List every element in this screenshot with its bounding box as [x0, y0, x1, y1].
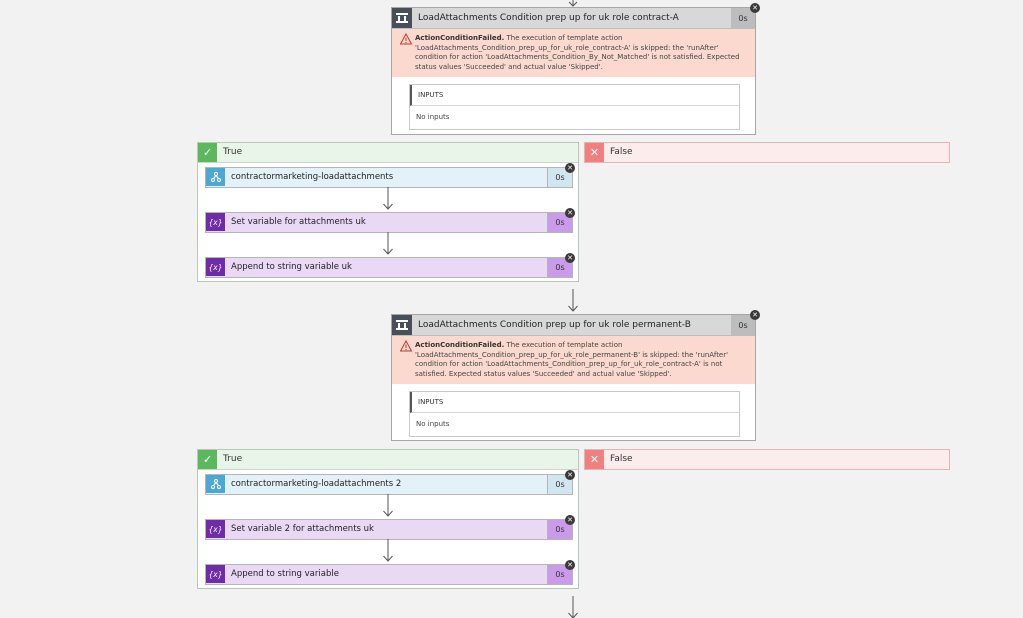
duration-badge: 0s: [547, 475, 572, 494]
close-icon[interactable]: ✕: [565, 560, 575, 570]
false-branch: ✕ False: [584, 142, 950, 163]
action-label: Set variable 2 for attachments uk: [231, 524, 374, 534]
flow-arrow: [382, 539, 394, 563]
flow-arrow: [382, 232, 394, 256]
warning-icon: [400, 340, 412, 352]
true-branch-header[interactable]: ✓ True: [198, 143, 578, 163]
condition-header[interactable]: LoadAttachments Condition prep up for uk…: [392, 315, 755, 336]
variable-icon: {x}: [206, 520, 225, 538]
error-message: ActionConditionFailed. The execution of …: [392, 29, 755, 77]
action-card[interactable]: {x} Append to string variable 0s: [205, 564, 573, 585]
condition-card[interactable]: LoadAttachments Condition prep up for uk…: [391, 314, 756, 441]
flow-arrow: [567, 289, 579, 313]
close-icon[interactable]: ✕: [565, 163, 575, 173]
true-branch-header[interactable]: ✓ True: [198, 450, 578, 470]
action-card[interactable]: contractormarketing-loadattachments 0s: [205, 167, 573, 188]
check-icon: ✓: [198, 143, 217, 162]
close-icon[interactable]: ✕: [565, 208, 575, 218]
condition-title: LoadAttachments Condition prep up for uk…: [418, 320, 691, 330]
close-icon[interactable]: ✕: [565, 515, 575, 525]
condition-title: LoadAttachments Condition prep up for uk…: [418, 13, 679, 23]
action-card[interactable]: {x} Set variable 2 for attachments uk 0s: [205, 519, 573, 540]
variable-icon: {x}: [206, 258, 225, 276]
http-icon: [206, 168, 225, 186]
true-branch-label: True: [223, 454, 243, 464]
error-text: The execution of template action 'LoadAt…: [415, 341, 729, 378]
false-branch: ✕ False: [584, 449, 950, 470]
action-label: contractormarketing-loadattachments: [231, 172, 394, 182]
duration-badge: 0s: [547, 213, 572, 232]
duration-badge: 0s: [547, 168, 572, 187]
condition-header[interactable]: LoadAttachments Condition prep up for uk…: [392, 8, 755, 29]
flow-arrow: [567, 596, 579, 618]
close-icon[interactable]: ✕: [750, 310, 760, 320]
inputs-panel: INPUTS No inputs: [409, 84, 740, 130]
close-icon[interactable]: ✕: [565, 253, 575, 263]
inputs-header: INPUTS: [410, 392, 739, 413]
error-title: ActionConditionFailed.: [415, 341, 505, 349]
duration-badge: 0s: [731, 8, 755, 28]
false-branch-header[interactable]: ✕ False: [584, 449, 950, 470]
error-title: ActionConditionFailed.: [415, 34, 505, 42]
inputs-value: No inputs: [416, 420, 450, 428]
true-branch-label: True: [223, 147, 243, 157]
false-branch-header[interactable]: ✕ False: [584, 142, 950, 163]
action-card[interactable]: {x} Set variable for attachments uk 0s: [205, 212, 573, 233]
false-branch-label: False: [610, 454, 633, 464]
close-icon: ✕: [585, 450, 604, 469]
variable-icon: {x}: [206, 565, 225, 583]
action-label: Append to string variable uk: [231, 262, 352, 272]
error-message: ActionConditionFailed. The execution of …: [392, 336, 755, 384]
close-icon: ✕: [585, 143, 604, 162]
false-branch-label: False: [610, 147, 633, 157]
warning-icon: [400, 33, 412, 45]
close-icon[interactable]: ✕: [750, 3, 760, 13]
duration-badge: 0s: [547, 520, 572, 539]
inputs-panel: INPUTS No inputs: [409, 391, 740, 437]
action-card[interactable]: {x} Append to string variable uk 0s: [205, 257, 573, 278]
action-card[interactable]: contractormarketing-loadattachments 2 0s: [205, 474, 573, 495]
duration-badge: 0s: [547, 258, 572, 277]
variable-icon: {x}: [206, 213, 225, 231]
action-label: contractormarketing-loadattachments 2: [231, 479, 402, 489]
duration-badge: 0s: [547, 565, 572, 584]
inputs-value: No inputs: [416, 113, 450, 121]
http-icon: [206, 475, 225, 493]
check-icon: ✓: [198, 450, 217, 469]
condition-icon: [392, 315, 412, 335]
flow-arrow: [382, 494, 394, 518]
flow-arrow: [382, 187, 394, 211]
action-label: Set variable for attachments uk: [231, 217, 366, 227]
condition-card[interactable]: LoadAttachments Condition prep up for uk…: [391, 7, 756, 135]
flow-arrow: [567, 0, 579, 8]
error-text: The execution of template action 'LoadAt…: [415, 34, 740, 71]
condition-icon: [392, 8, 412, 28]
close-icon[interactable]: ✕: [565, 470, 575, 480]
inputs-header: INPUTS: [410, 85, 739, 106]
duration-badge: 0s: [731, 315, 755, 335]
action-label: Append to string variable: [231, 569, 339, 579]
